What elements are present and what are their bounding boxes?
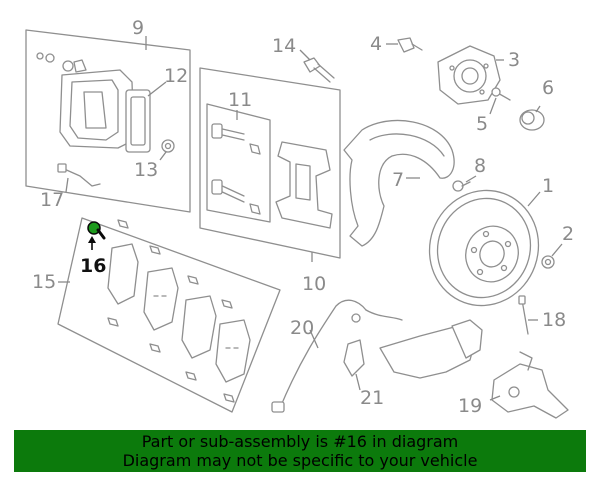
- callout-12: 12: [164, 65, 188, 87]
- highlighted-part-16: [87, 221, 106, 250]
- brake-pad-12: [125, 89, 151, 153]
- callout-18: 18: [542, 309, 566, 331]
- callout-7: 7: [392, 169, 404, 191]
- callout-1: 1: [542, 175, 554, 197]
- callout-10: 10: [302, 273, 326, 295]
- dust-cap-6: [519, 109, 545, 131]
- brake-pads-kit: [107, 219, 251, 403]
- sensor-18: [518, 295, 529, 335]
- callout-21: 21: [360, 387, 384, 409]
- screw-2: [541, 255, 555, 269]
- steering-knuckle: [379, 319, 569, 419]
- callout-4: 4: [370, 33, 382, 55]
- hub-bearing: [437, 45, 501, 105]
- screw-8: [452, 180, 471, 192]
- callout-13: 13: [134, 159, 158, 181]
- callout-9: 9: [132, 17, 144, 39]
- callout-17: 17: [40, 189, 64, 211]
- callout-3: 3: [508, 49, 520, 71]
- caliper-bracket: [275, 141, 333, 229]
- guide-pin-kit-panel: [206, 103, 271, 223]
- callout-14: 14: [272, 35, 296, 57]
- callout-15: 15: [32, 271, 56, 293]
- caliper-assembly: [36, 52, 135, 149]
- sensor-17: [57, 163, 101, 187]
- bracket-kit-panel: [199, 67, 341, 259]
- banner-line-2: Diagram may not be specific to your vehi…: [122, 451, 478, 470]
- guide-pins: [211, 123, 261, 215]
- clip-21: [343, 339, 365, 377]
- banner-line-1: Part or sub-assembly is #16 in diagram: [141, 432, 459, 451]
- bleeder-13: [161, 139, 175, 153]
- parts-diagram: 9 12 13 11 10 14 4 3 5 6 7 8 1 2 17 15 1…: [25, 17, 574, 419]
- callout-2: 2: [562, 223, 574, 245]
- brake-rotor: [428, 189, 540, 307]
- wheel-stud-5: [491, 87, 511, 101]
- info-banner: Part or sub-assembly is #16 in diagram D…: [14, 430, 586, 472]
- bolt-14: [303, 57, 335, 83]
- callout-20: 20: [290, 317, 314, 339]
- callout-5: 5: [476, 113, 488, 135]
- callout-6: 6: [542, 77, 554, 99]
- bolt-4: [397, 37, 423, 53]
- dust-shield: [343, 119, 455, 247]
- callout-19: 19: [458, 395, 482, 417]
- callout-16: 16: [80, 255, 106, 277]
- leader-lines: [58, 36, 563, 401]
- callout-11: 11: [228, 89, 252, 111]
- pad-kit-panel: [57, 217, 281, 413]
- caliper-kit-panel: [25, 29, 191, 213]
- sensor-harness-20: [271, 299, 403, 413]
- callout-8: 8: [474, 155, 486, 177]
